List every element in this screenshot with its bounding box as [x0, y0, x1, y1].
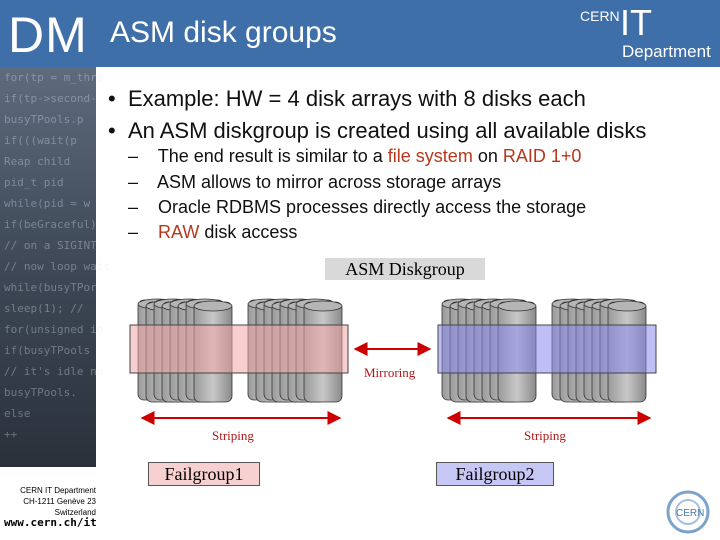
failgroup1-stripe-region: [129, 324, 349, 374]
footer-line-1: CERN IT Department: [20, 486, 96, 495]
strip-code-line: if(((wait(p: [4, 134, 77, 147]
strip-code-line: busyTPools.p: [4, 113, 84, 126]
strip-code-line: // it's idle no: [4, 365, 104, 378]
strip-code-line: if(beGraceful): [4, 218, 97, 231]
bullet-text: An ASM diskgroup is created using all av…: [127, 118, 647, 143]
strip-code-line: if(tp->second-: [4, 92, 97, 105]
bullet-item: • An ASM diskgroup is created using all …: [108, 118, 647, 143]
strip-code-line: while(busyTPor: [4, 281, 97, 294]
highlight-file-system: file system: [387, 146, 473, 166]
strip-code-line: for(unsigned in: [4, 323, 104, 336]
department-logo-text: Department: [622, 42, 711, 61]
footer-line-2: CH-1211 Genève 23: [23, 497, 96, 506]
strip-code-line: // on a SIGINT: [4, 239, 97, 252]
failgroup1-label: Failgroup1: [148, 462, 260, 486]
highlight-raid: RAID 1+0: [502, 146, 582, 166]
strip-code-line: Reap child: [4, 155, 71, 168]
sub-bullet-1: – The end result is similar to a file sy…: [128, 146, 582, 166]
strip-code-line: if(busyTPools: [4, 344, 91, 357]
sub-bullet-3: – Oracle RDBMS processes directly access…: [128, 197, 587, 217]
strip-code-line: sleep(1); //: [4, 302, 84, 315]
footer-url: www.cern.ch/it: [4, 516, 97, 529]
strip-code-line: ++: [4, 428, 18, 441]
strip-code-line: for(tp = m_thre: [4, 71, 104, 84]
footer-line-3: Switzerland: [54, 508, 96, 517]
bullet-text: Example: HW = 4 disk arrays with 8 disks…: [127, 86, 586, 111]
title-bar: DM ASM disk groups CERN IT Department: [0, 0, 720, 67]
cern-it-logo: CERN IT Department: [580, 2, 715, 64]
left-decorative-strip: for(tp = m_thre if(tp->second-busyTPools.…: [0, 67, 110, 467]
striping-label-right: Striping: [524, 428, 566, 443]
strip-code-line: while(pid = w: [4, 197, 91, 210]
strip-code-line: pid_t pid: [4, 176, 64, 189]
highlight-raw: RAW: [158, 222, 200, 242]
failgroup2-label: Failgroup2: [436, 462, 554, 486]
cern-logo-text: CERN: [580, 8, 620, 24]
strip-code-line: // now loop wait: [4, 260, 110, 273]
failgroup2-stripe-region: [437, 324, 657, 374]
strip-code-line: else: [4, 407, 31, 420]
bullet-item: • Example: HW = 4 disk arrays with 8 dis…: [108, 86, 586, 111]
it-logo-text: IT: [620, 2, 652, 43]
strip-code-line: busyTPools.: [4, 386, 77, 399]
cern-logo-icon: CERN: [666, 490, 710, 534]
mirroring-label: Mirroring: [364, 365, 416, 380]
dm-logo: DM: [8, 7, 88, 63]
sub-bullet-2: – ASM allows to mirror across storage ar…: [128, 172, 502, 192]
asm-diskgroup-label: ASM Diskgroup: [325, 258, 485, 280]
striping-label-left: Striping: [212, 428, 254, 443]
slide-title: ASM disk groups: [110, 16, 337, 49]
svg-text:CERN: CERN: [676, 508, 704, 519]
sub-bullet-4: – RAW disk access: [128, 222, 298, 242]
